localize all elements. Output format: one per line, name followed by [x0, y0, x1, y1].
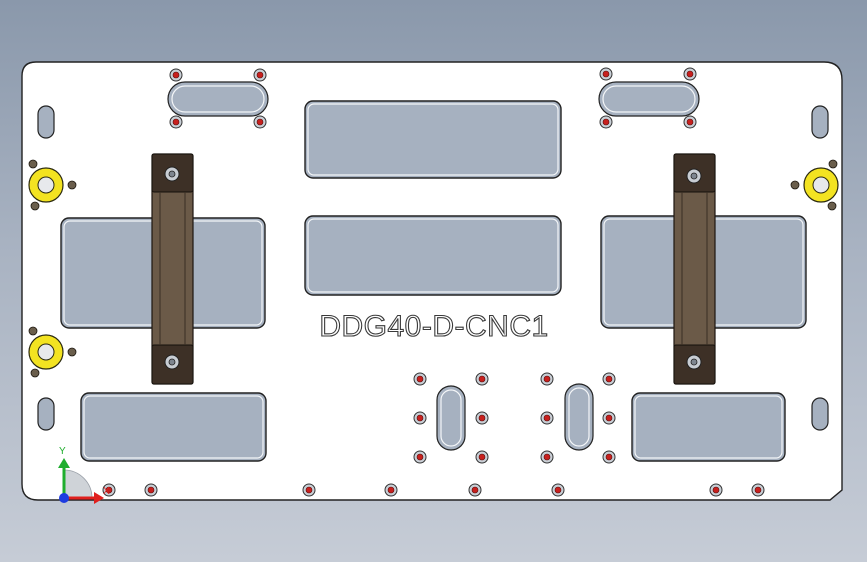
x-axis-label: X [103, 486, 110, 497]
edge-slots [37, 105, 829, 431]
locator-ring-icon[interactable] [28, 159, 77, 211]
tapped-hole-icon[interactable] [540, 372, 554, 386]
edge-slot-left-bottom[interactable] [37, 397, 55, 431]
pocket-top-center-edge [307, 103, 559, 176]
tapped-hole-icon[interactable] [602, 372, 616, 386]
toe-clamp-icon[interactable] [673, 153, 716, 385]
locator-ring-icon[interactable] [790, 159, 839, 211]
slot-top-left-edge [171, 85, 265, 113]
tapped-hole-icon[interactable] [413, 450, 427, 464]
pocket-top-center[interactable] [304, 100, 562, 179]
tapped-hole-icon[interactable] [475, 411, 489, 425]
pocket-bottom-right-edge [634, 395, 783, 459]
top-slots [167, 81, 700, 117]
pocket-bottom-left-edge [83, 395, 264, 459]
z-axis-dot [59, 493, 69, 503]
tapped-hole-icon[interactable] [144, 483, 158, 497]
toe-clamp-icon[interactable] [151, 153, 194, 385]
pocket-bottom-right[interactable] [631, 392, 786, 462]
edge-slot-right-top[interactable] [811, 105, 829, 139]
pocket-middle-center[interactable] [304, 215, 562, 296]
tapped-hole-icon[interactable] [475, 450, 489, 464]
edge-slot-left-top[interactable] [37, 105, 55, 139]
tapped-hole-icon[interactable] [253, 68, 267, 82]
slot-top-right-edge [602, 85, 696, 113]
tapped-hole-icon[interactable] [599, 115, 613, 129]
slot-top-right[interactable] [598, 81, 700, 117]
tapped-hole-icon[interactable] [169, 115, 183, 129]
edge-slot-right-bottom[interactable] [811, 397, 829, 431]
tapped-hole-icon[interactable] [683, 115, 697, 129]
y-axis-label: Y [59, 446, 66, 457]
x-axis-arrowhead [94, 492, 104, 504]
vslot-right[interactable] [564, 383, 594, 451]
tapped-hole-icon[interactable] [413, 411, 427, 425]
slot-top-left[interactable] [167, 81, 269, 117]
tapped-hole-icon[interactable] [751, 483, 765, 497]
tapped-hole-icon[interactable] [302, 483, 316, 497]
part-label: DDG40-D-CNC1 [319, 310, 548, 343]
tapped-holes [102, 67, 765, 497]
tapped-hole-icon[interactable] [602, 450, 616, 464]
vslot-left[interactable] [436, 385, 466, 451]
tapped-hole-icon[interactable] [602, 411, 616, 425]
tapped-hole-icon[interactable] [683, 67, 697, 81]
tapped-hole-icon[interactable] [709, 483, 723, 497]
tapped-hole-icon[interactable] [169, 68, 183, 82]
plate-pockets [60, 100, 807, 462]
tapped-hole-icon[interactable] [475, 372, 489, 386]
pocket-middle-center-edge [307, 218, 559, 293]
y-axis-arrowhead [58, 458, 70, 468]
locator-ring-icon[interactable] [28, 326, 77, 378]
tapped-hole-icon[interactable] [551, 483, 565, 497]
tapped-hole-icon[interactable] [384, 483, 398, 497]
tapped-hole-icon[interactable] [599, 67, 613, 81]
tapped-hole-icon[interactable] [253, 115, 267, 129]
vslot-left-edge [440, 389, 462, 447]
coordinate-triad-icon: Y X [58, 446, 110, 504]
pocket-bottom-left[interactable] [80, 392, 267, 462]
vslot-right-edge [568, 387, 590, 447]
tapped-hole-icon[interactable] [102, 483, 116, 497]
center-vertical-slots [436, 383, 594, 451]
tapped-hole-icon[interactable] [413, 372, 427, 386]
tapped-hole-icon[interactable] [468, 483, 482, 497]
tapped-hole-icon[interactable] [540, 450, 554, 464]
tapped-hole-icon[interactable] [540, 411, 554, 425]
